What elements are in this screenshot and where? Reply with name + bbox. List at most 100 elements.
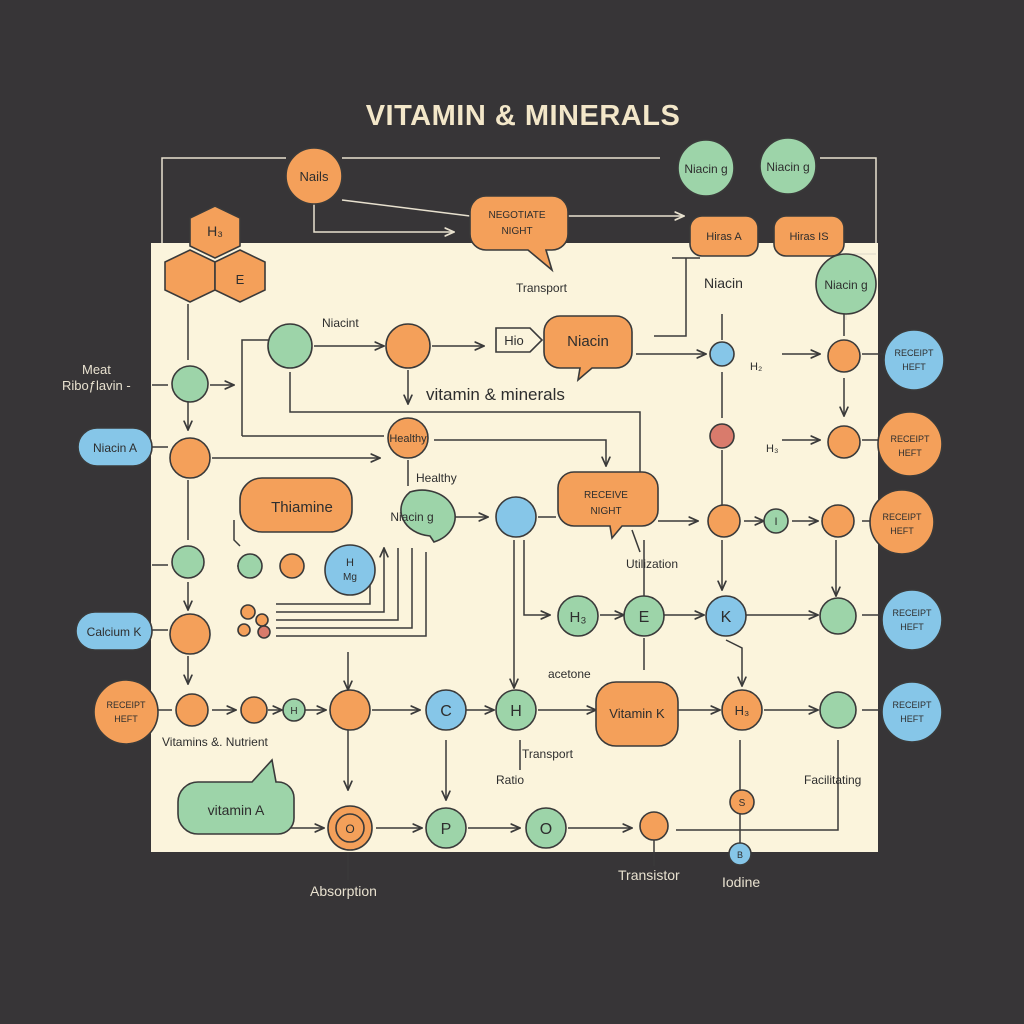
node-orange-mid-rr [821,504,855,538]
node-h3-green [557,595,599,637]
node-p-green [425,807,467,849]
label-iodine: Iodine [722,874,760,890]
node-negotiate-bubble [469,195,569,273]
connector-lines [152,157,888,880]
label-healthy: Healthy [416,471,457,485]
text-negotiate-2: NIGHT [501,226,532,237]
text-ng-top1: Niacin g [684,162,727,176]
node-cluster-1 [240,604,256,620]
node-cluster-4 [257,625,271,639]
label-ratio: Ratio [496,773,524,787]
node-niacin-g-2 [759,137,817,195]
node-green-left-1 [171,365,209,403]
text-receipt-r2-1: RECEIPT [890,434,930,444]
node-niacin-bubble [543,315,633,383]
node-receipt-r2 [877,411,943,477]
text-hex-e: E [236,272,245,287]
node-h-tiny [282,698,306,722]
node-orange-r2 [827,425,861,459]
text-h-green: H [510,703,522,720]
label-utilization: Utilization [626,557,678,571]
text-s-node: S [739,798,746,809]
text-ng-top2: Niacin g [766,160,809,174]
text-k-blue: K [721,609,732,626]
node-orange-bottom [639,811,669,841]
node-orange-top [385,323,431,369]
text-o-green: O [540,821,552,838]
text-e-green: E [639,609,650,626]
node-green-r3 [819,597,857,635]
node-green-top [267,323,313,369]
text-vitamin-k: Vitamin K [609,706,665,721]
node-thiamine-bubble [239,477,353,533]
node-cluster-2 [255,613,269,627]
text-small-i: I [774,516,777,528]
text-hiras-a: Hiras A [706,231,742,243]
node-vitamin-k [595,681,679,747]
node-nails [285,147,343,205]
node-o-circle-inner [335,813,365,843]
text-receipt-r3-1: RECEIPT [882,512,922,522]
node-o-circle-outer [327,805,373,851]
label-h3: H₃ [766,443,778,455]
node-vitamin-a-box [177,758,295,835]
text-receipt-r4-2: HEFT [900,622,924,632]
text-calcium-k: Calcium K [87,625,142,639]
text-receive-1: RECEIVE [584,490,628,501]
node-cluster-3 [237,623,251,637]
node-hio-tag [495,327,544,353]
node-receipt-r1 [883,329,945,391]
node-orange-left-3 [175,693,209,727]
node-receipt-left [93,679,159,745]
node-k-blue [705,595,747,637]
text-negotiate-1: NEGOTIATE [488,210,545,221]
hex-left [164,249,216,303]
hex-e [214,249,266,303]
text-niacin-bubble: Niacin [567,333,609,350]
node-orange-left-2 [169,613,211,655]
node-orange-small-left [279,553,305,579]
node-h3-orange [721,689,763,731]
text-hio: Hio [504,333,524,348]
text-receipt-left-2: HEFT [114,714,138,724]
text-b-tiny: B [737,850,743,860]
text-receipt-r1-2: HEFT [902,362,926,372]
label-riboflavin: Riboƒlavin - [62,378,131,393]
label-niacin-top: Niacin [704,275,743,291]
hex-h3 [189,205,241,259]
text-h3-green: H₃ [570,609,587,626]
label-acetone: acetone [548,667,591,681]
node-b-blue [728,842,752,866]
node-orange-r4-2 [329,689,371,731]
node-receipt-r5 [881,681,943,743]
text-thiamine: Thiamine [271,499,333,516]
text-receipt-left-1: RECEIPT [106,700,146,710]
text-p-green: P [441,821,452,838]
label-transport-mid: Transport [522,747,574,761]
node-red-h3 [709,423,735,449]
node-c-blue [425,689,467,731]
text-h-mg-1: H [346,557,354,569]
node-hiras-is [773,215,845,257]
text-h-tiny: H [290,706,297,717]
node-orange-r4-1 [240,696,268,724]
label-absorption: Absorption [310,883,377,899]
text-h-mg-2: Mg [343,572,357,583]
text-hex-h3: H₃ [207,223,223,239]
node-h-green [495,689,537,731]
text-h3-orange: H₃ [735,703,750,718]
node-blue-mid [495,496,537,538]
text-receipt-r5-1: RECEIPT [892,700,932,710]
node-healthy [387,417,429,459]
text-o-circle: O [345,822,354,836]
node-niacin-a [77,427,153,467]
text-nails: Nails [300,169,329,184]
label-facilitating: Facilitating [804,773,861,787]
node-niacin-g-1 [677,139,735,197]
diagram-title: VITAMIN & MINERALS [365,100,681,132]
text-c-blue: C [440,703,452,720]
node-e-green [623,595,665,637]
text-niacin-a: Niacin A [93,441,137,455]
